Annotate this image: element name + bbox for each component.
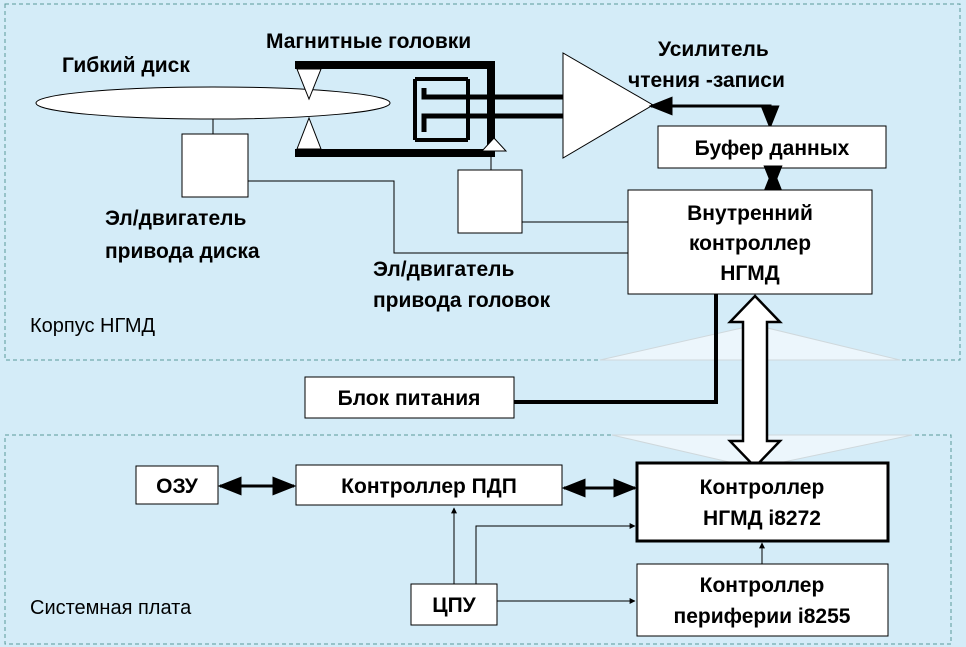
- magnetic-heads-label: Магнитные головки: [266, 30, 471, 53]
- lower-head: [296, 116, 322, 150]
- power-line: [514, 294, 718, 404]
- fdc-label-line1: Контроллер: [700, 476, 825, 499]
- data-buffer-label: Буфер данных: [695, 137, 850, 160]
- ram-label: ОЗУ: [156, 475, 199, 498]
- drive-housing-region: Корпус НГМД: [4, 3, 961, 361]
- amplifier-label-line1: Усилитель: [658, 38, 769, 61]
- disk-motor-label-line2: привода диска: [105, 240, 260, 263]
- floppy-disk-label: Гибкий диск: [62, 54, 190, 77]
- cpu-fdc-link: [475, 523, 636, 584]
- floppy-disk: [35, 86, 391, 120]
- upper-head: [296, 68, 322, 101]
- amplifier-buffer-link: [648, 96, 780, 130]
- ppi-label-line2: периферии i8255: [674, 605, 851, 628]
- system-board-label: Системная плата: [30, 597, 192, 619]
- system-board-region: Системная плата: [4, 434, 952, 645]
- cpu-label: ЦПУ: [432, 594, 476, 617]
- internal-controller-label-line1: Внутренний: [687, 202, 813, 225]
- amplifier-label-line2: чтения -записи: [628, 69, 785, 92]
- power-supply-block: [304, 376, 515, 419]
- fdc-label-line2: НГМД i8272: [703, 507, 821, 530]
- ppi-i8255-block: [636, 563, 889, 637]
- head-carriage-tip: [480, 137, 508, 152]
- disk-motor-control-line: [248, 180, 628, 254]
- head-motor-label-line2: привода головок: [373, 289, 551, 312]
- internal-controller-label-line2: контроллер: [689, 232, 811, 255]
- fdc-i8272-block: [635, 461, 890, 543]
- dma-controller-block: [295, 464, 563, 506]
- dma-controller-label: Контроллер ПДП: [341, 475, 517, 498]
- disk-motor: [181, 133, 249, 198]
- cpu-block: [410, 583, 498, 626]
- drive-housing-label: Корпус НГМД: [30, 315, 156, 337]
- internal-controller-block: [627, 189, 873, 295]
- ppi-label-line1: Контроллер: [700, 574, 825, 597]
- internal-controller-label-line3: НГМД: [720, 262, 780, 285]
- read-write-amplifier: [562, 52, 654, 159]
- power-supply-label: Блок питания: [338, 387, 481, 410]
- head-motor-label-line1: Эл/двигатель: [373, 258, 514, 281]
- head-motor: [457, 169, 523, 234]
- disk-motor-label-line1: Эл/двигатель: [105, 207, 246, 230]
- ram-block: [135, 465, 219, 505]
- controller-bus-arrow: [727, 294, 783, 469]
